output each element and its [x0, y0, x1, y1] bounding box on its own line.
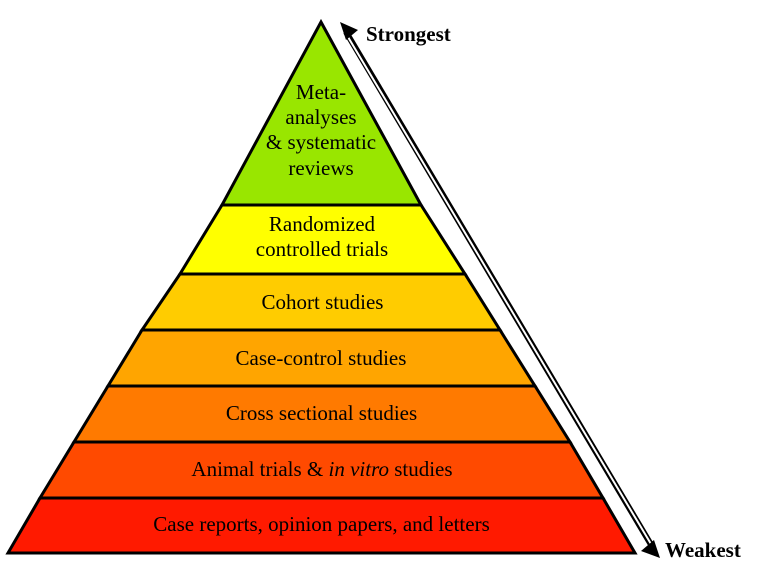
weakest-label: Weakest [665, 538, 741, 562]
level-label-animal-trials: Animal trials & in vitro studies [191, 457, 453, 481]
arrow-shaft-inner [347, 36, 652, 545]
level-label-case-control-studies: Case-control studies [235, 346, 407, 370]
level-label-case-reports: Case reports, opinion papers, and letter… [153, 512, 490, 536]
level-label-cross-sectional-studies: Cross sectional studies [225, 401, 418, 425]
level-label-cohort-studies: Cohort studies [261, 290, 384, 314]
strongest-label: Strongest [366, 22, 451, 46]
arrow-head-top [340, 22, 358, 40]
level-label-meta-analyses: Meta- analyses & systematic reviews [265, 80, 377, 180]
pyramid-level-7 [5, 496, 638, 555]
arrow-head-bottom [641, 540, 660, 558]
level-label-randomized-controlled-trials: Randomized controlled trials [255, 212, 389, 262]
